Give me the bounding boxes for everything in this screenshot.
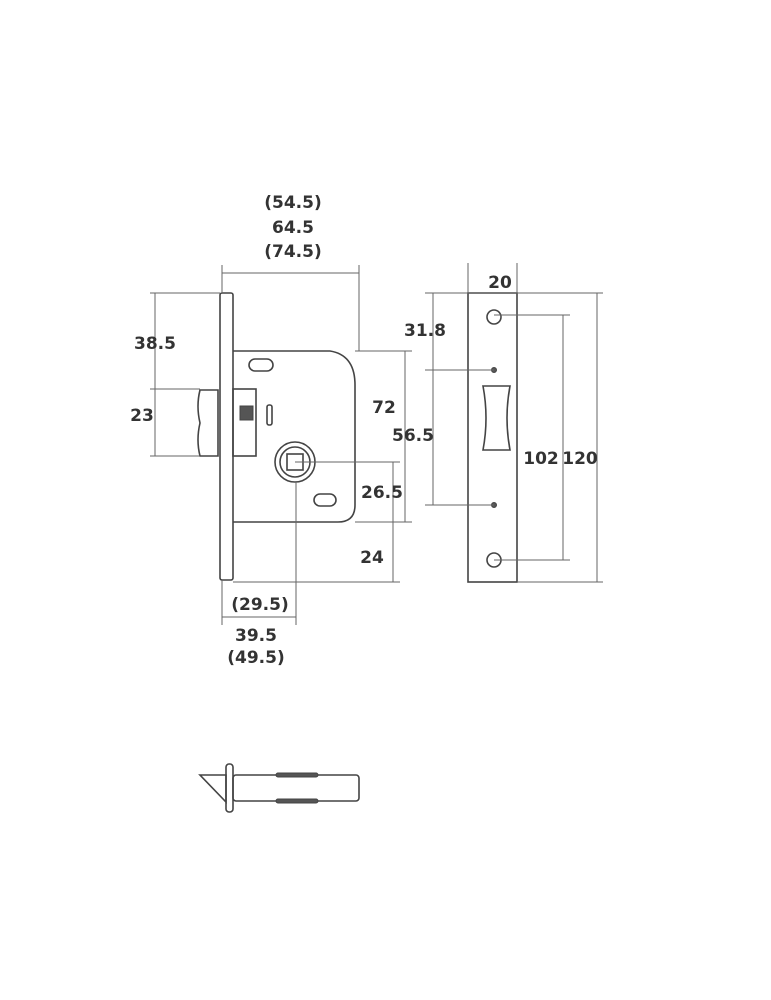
side-spring-top: [275, 772, 319, 778]
indicator-slot: [266, 404, 273, 426]
body-dimension-lines: [150, 265, 412, 625]
dim-backset-min: (29.5): [231, 595, 288, 615]
dim-strike-hole-spacing: 102: [523, 449, 559, 469]
dim-width-max: (74.5): [264, 242, 321, 262]
dim-bottom-offset: 24: [360, 548, 384, 568]
dim-latch-height: 23: [130, 406, 154, 426]
latch-bolt: [197, 389, 219, 457]
lower-slot: [313, 493, 337, 507]
side-body: [232, 774, 360, 802]
dim-backset-std: 39.5: [235, 626, 277, 646]
dim-strike-height: 120: [562, 449, 598, 469]
dim-backset-max: (49.5): [227, 648, 284, 668]
lock-case: [233, 350, 356, 523]
latch-housing: [232, 388, 257, 457]
dim-top-to-latch: 38.5: [134, 334, 176, 354]
dim-strike-top-dot: 31.8: [404, 321, 446, 341]
lock-body: [197, 292, 356, 581]
latch-spring: [239, 405, 254, 421]
forend-plate: [219, 292, 234, 581]
dim-strike-dot-spacing: 56.5: [392, 426, 434, 446]
latch-side-view: [198, 763, 360, 813]
side-spring-bottom: [275, 798, 319, 804]
latch-opening: [482, 385, 511, 451]
dim-width-std: 64.5: [272, 218, 314, 238]
side-forend: [225, 763, 234, 813]
dim-width-min: (54.5): [264, 193, 321, 213]
dim-strike-width: 20: [488, 273, 512, 293]
strike-plate-outline: [467, 292, 518, 583]
dim-follower-bottom: 26.5: [361, 483, 403, 503]
dim-case-height: 72: [372, 398, 396, 418]
latch-bevel: [198, 774, 227, 804]
upper-slot: [248, 358, 274, 372]
strike-plate: [467, 292, 518, 583]
top-screw-hole: [486, 309, 502, 325]
strike-dimension-lines: [425, 263, 603, 583]
